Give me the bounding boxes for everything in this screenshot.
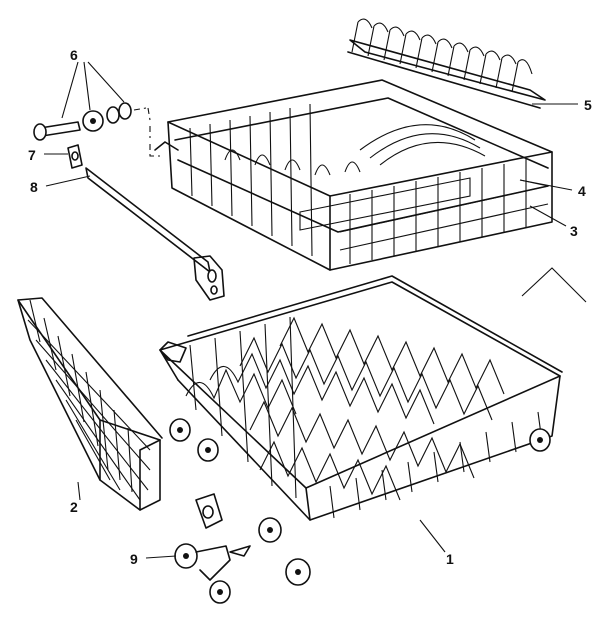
lower-rack — [159, 275, 563, 586]
rack-clip — [67, 144, 83, 169]
callout-3: 3 — [570, 223, 578, 239]
lower-rack-wheels — [169, 418, 551, 586]
callout-1: 1 — [446, 551, 454, 567]
callout-2: 2 — [70, 499, 78, 515]
leader-lines — [44, 61, 578, 559]
callout-4: 4 — [578, 183, 586, 199]
wheel-assembly — [174, 493, 251, 604]
rack-track-rail — [85, 167, 225, 301]
cup-shelf-rack — [347, 18, 546, 109]
callout-7: 7 — [28, 147, 36, 163]
roller-assembly — [33, 102, 160, 157]
upper-rack — [154, 79, 553, 271]
callout-8: 8 — [30, 179, 38, 195]
callout-9: 9 — [130, 551, 138, 567]
silverware-basket — [17, 297, 163, 511]
callout-6: 6 — [70, 47, 78, 63]
callout-5: 5 — [584, 97, 592, 113]
break-mark — [521, 267, 587, 303]
